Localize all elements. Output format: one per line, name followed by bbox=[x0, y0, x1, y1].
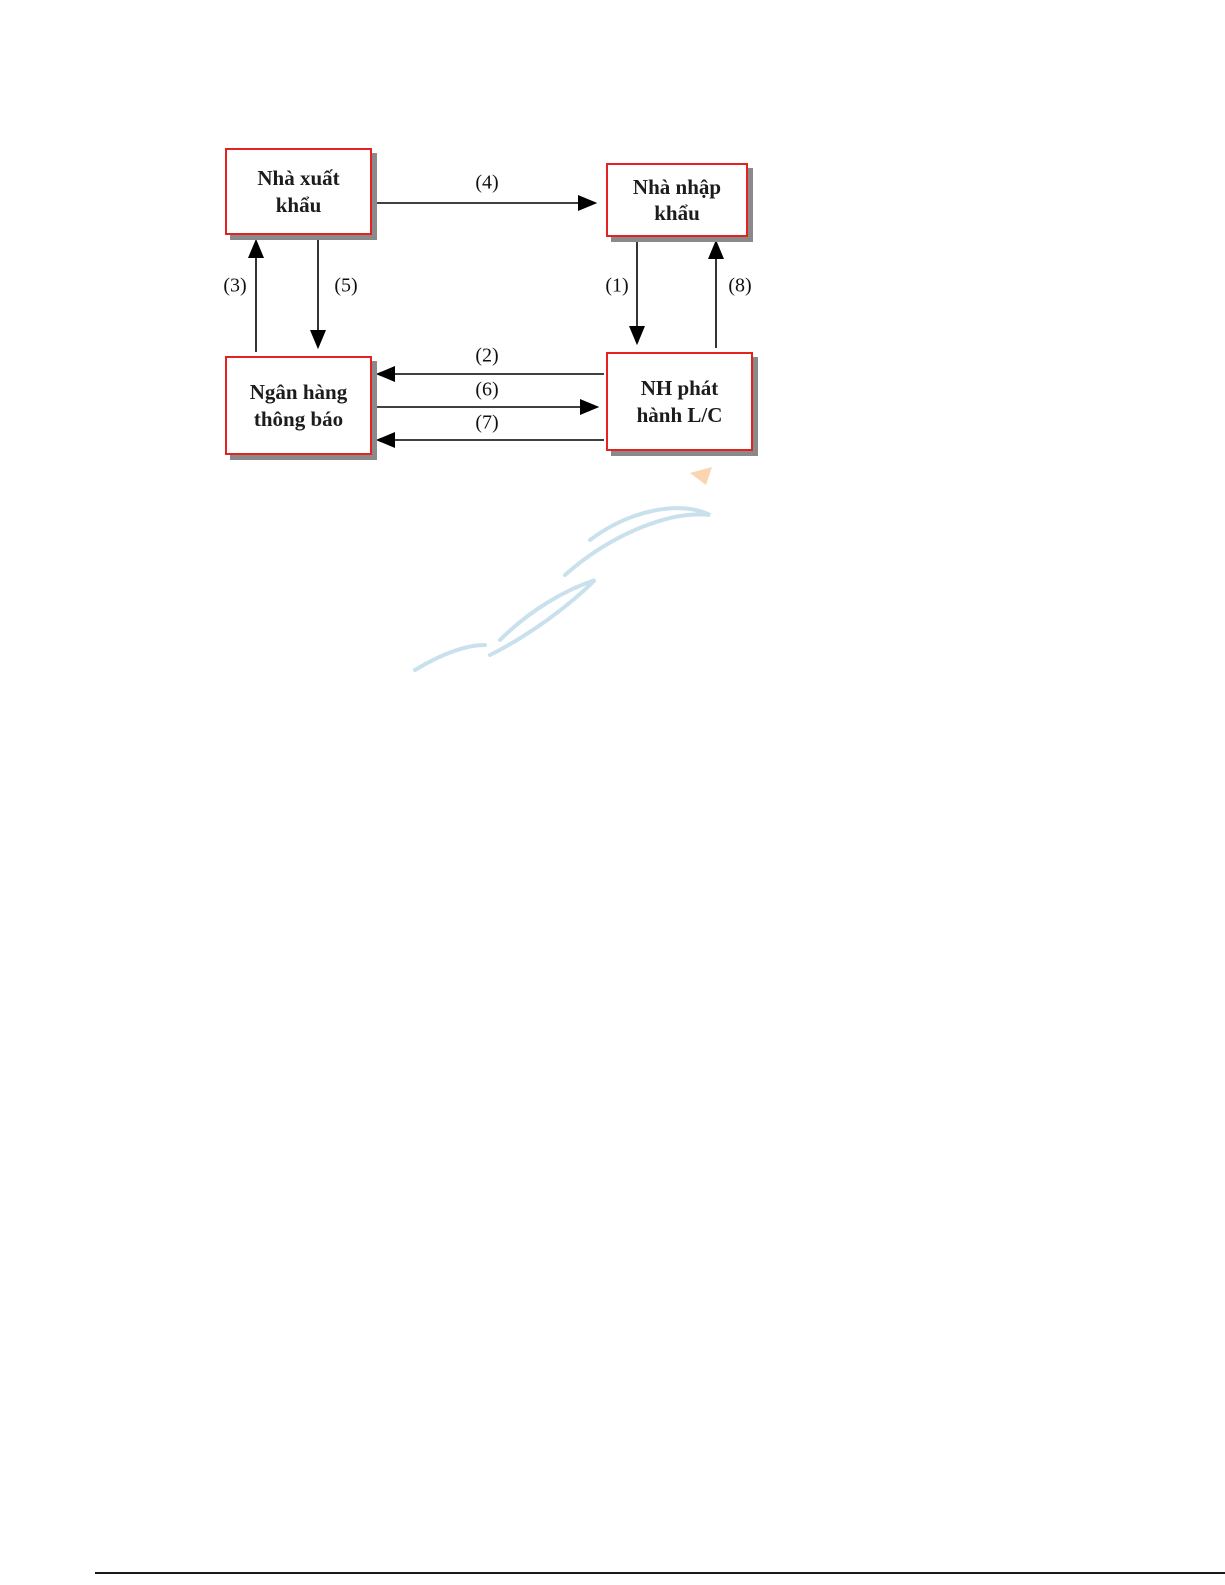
arrow-4-label: (4) bbox=[475, 171, 499, 194]
node-advising-bank: Ngân hàng thông báo bbox=[225, 356, 372, 455]
node-importer: Nhà nhập khẩu bbox=[606, 163, 748, 237]
arrow-7-label: (7) bbox=[475, 411, 499, 434]
arrows-layer bbox=[248, 195, 724, 448]
node-importer-label: Nhà nhập khẩu bbox=[632, 174, 722, 225]
node-advising-bank-label: Ngân hàng thông báo bbox=[249, 380, 348, 431]
lc-process-diagram: Nhà xuất khẩu Nhà nhập khẩu Ngân hàng th… bbox=[0, 0, 1225, 700]
bottom-divider bbox=[95, 1572, 1225, 1574]
node-exporter: Nhà xuất khẩu bbox=[225, 148, 372, 235]
arrow-1-label: (1) bbox=[605, 274, 629, 297]
node-exporter-label: Nhà xuất khẩu bbox=[257, 166, 340, 217]
node-issuing-bank-label: NH phát hành L/C bbox=[636, 376, 723, 427]
arrow-5-label: (5) bbox=[334, 274, 358, 297]
node-issuing-bank: NH phát hành L/C bbox=[606, 352, 753, 451]
arrow-2-label: (2) bbox=[475, 344, 499, 367]
arrow-6-label: (6) bbox=[475, 378, 499, 401]
arrow-3-label: (3) bbox=[223, 274, 247, 297]
arrow-8-label: (8) bbox=[728, 274, 752, 297]
